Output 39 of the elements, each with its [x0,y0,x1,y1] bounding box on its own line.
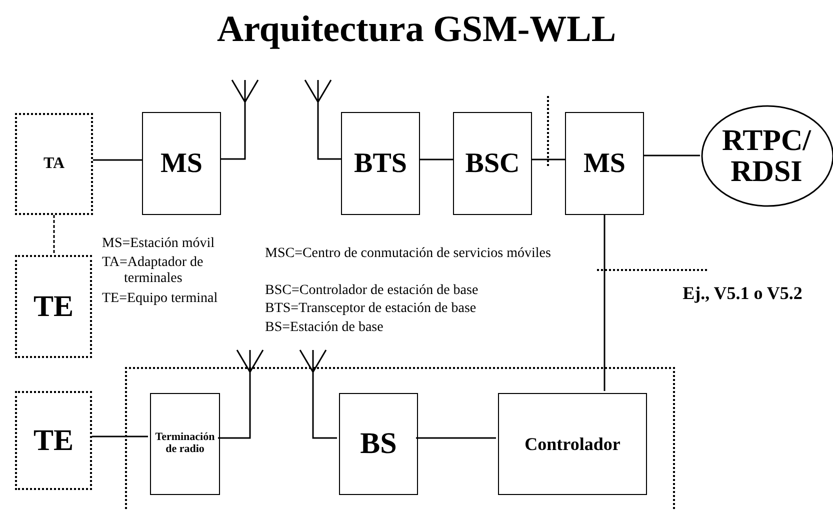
node-label: TE [33,290,74,322]
abbreviation-note: TA=Adaptador de terminales [102,255,204,288]
dotted-box [15,391,92,490]
interface-note: Ej., V5.1 o V5.2 [682,283,804,304]
node-label: Controlador [524,434,620,454]
node-label: RTPC/ RDSI [721,124,812,188]
node-label: TE [33,424,74,456]
connector-line [420,158,453,160]
connector-line [644,154,700,156]
block-box [341,112,420,215]
connector-line [92,436,148,438]
block-box [565,112,644,215]
connector-line [53,215,55,255]
dotted-region [125,367,675,511]
abbreviation-note: MS=Estación móvil [102,236,216,252]
block-box [339,393,418,495]
node-label: BTS [354,148,407,178]
node-label: BS [360,428,397,460]
dotted-box [15,113,93,215]
diagram-title: Arquitectura GSM-WLL [216,8,618,51]
connector-line [416,437,496,439]
node-label: MS [584,148,626,178]
node-label: TA [43,156,65,172]
block-box [150,393,220,495]
node-label: BSC [465,148,520,178]
abbreviation-note: MSC=Centro de conmutación de servicios móviles [265,246,552,262]
abbreviation-note: TE=Equipo terminal [102,291,219,308]
dotted-box [15,255,92,358]
node-label: MS [160,148,202,178]
block-box [453,112,532,215]
abbreviation-note: BS=Estación de base [265,320,384,336]
block-box [498,393,647,495]
connector-line [604,215,606,391]
node-label: Terminación de radio [154,432,216,456]
connector-line [532,158,565,160]
connector-line [93,159,142,161]
abbreviation-note: BSC=Controlador de estación de base [265,283,480,300]
block-box [142,112,221,215]
abbreviation-note: BTS=Transceptor de estación de base [265,301,478,318]
